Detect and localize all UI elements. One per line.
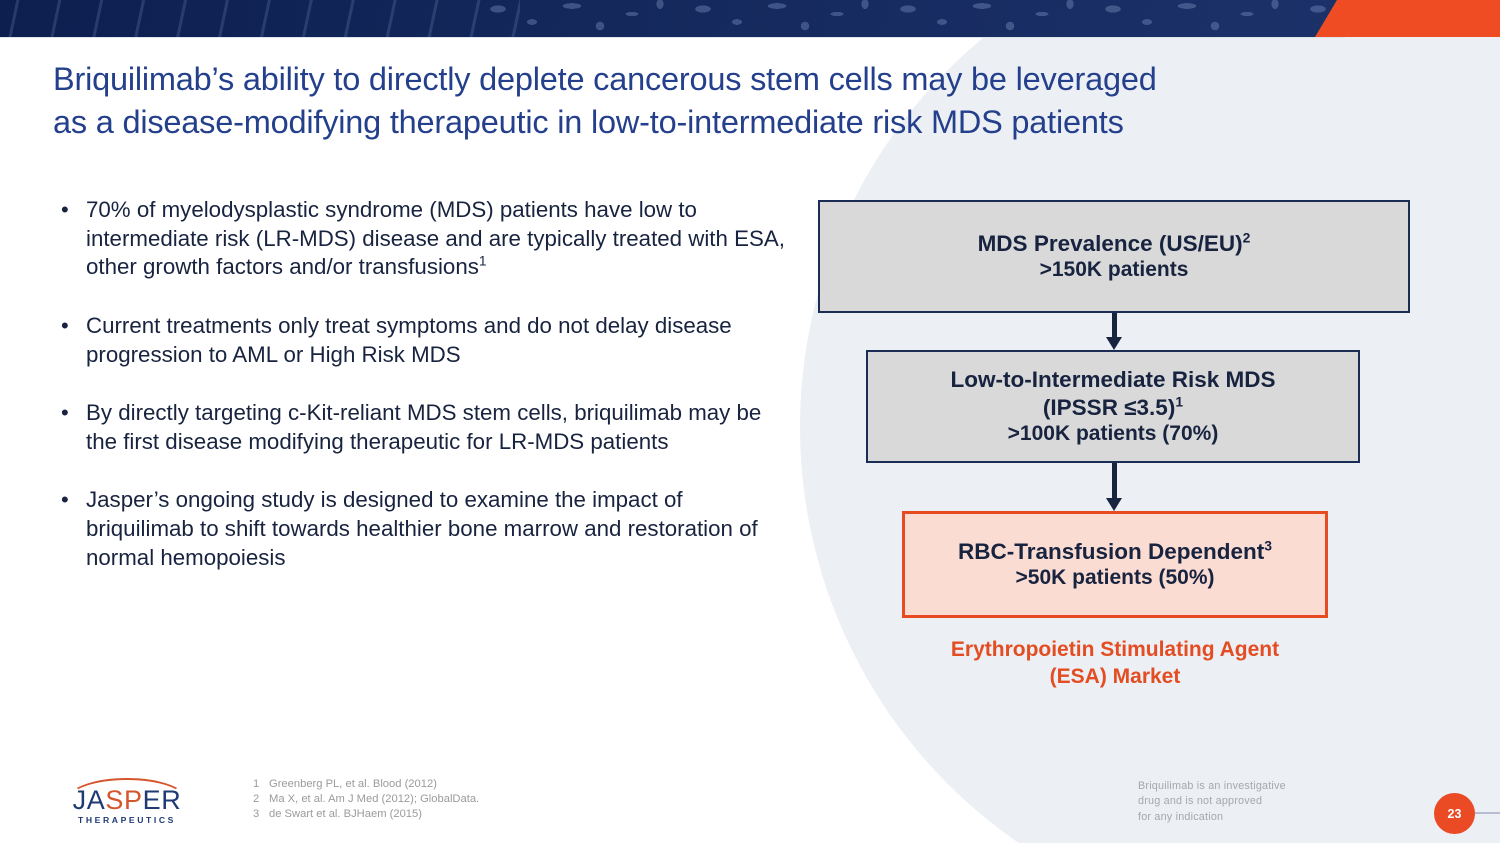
bullet-dot-icon: • bbox=[61, 487, 69, 513]
reference-text: Greenberg PL, et al. Blood (2012) bbox=[269, 778, 437, 790]
bullet-dot-icon: • bbox=[61, 312, 69, 338]
bullet-dot-icon: • bbox=[61, 197, 69, 222]
reference-item: 2 Ma X, et al. Am J Med (2012); GlobalDa… bbox=[253, 792, 479, 807]
arrow-head bbox=[1106, 498, 1122, 511]
diagram-box-title-second-line: (IPSSR ≤3.5)1 bbox=[1043, 394, 1183, 421]
footnote-ref: 1 bbox=[478, 252, 487, 269]
banner-navy-section bbox=[0, 0, 1345, 37]
down-arrow-icon bbox=[1106, 463, 1122, 511]
investigational-drug-disclaimer: Briquilimab is an investigative drug and… bbox=[1138, 779, 1328, 825]
reference-number: 3 bbox=[253, 807, 260, 820]
disclaimer-line-1: Briquilimab is an investigative bbox=[1138, 780, 1286, 792]
disclaimer-line-3: for any indication bbox=[1138, 810, 1224, 823]
esa-market-caption: Erythropoietin Stimulating Agent (ESA) M… bbox=[890, 637, 1340, 691]
esa-market-caption-line-1: Erythropoietin Stimulating Agent bbox=[950, 638, 1280, 661]
logo-word-part-1: JA bbox=[72, 785, 106, 815]
reference-item: 1 Greenberg PL, et al. Blood (2012) bbox=[253, 777, 479, 792]
bullet-list: • 70% of myelodysplastic syndrome (MDS) p… bbox=[52, 196, 787, 572]
reference-item: 3 de Swart et al. BJHaem (2015) bbox=[253, 807, 479, 822]
logo-subtitle: THERAPEUTICS bbox=[77, 815, 177, 825]
banner-underline bbox=[0, 36, 1345, 38]
logo-arc-icon bbox=[67, 778, 187, 800]
diagram-box-ipssr-text: (IPSSR ≤3.5) bbox=[1042, 394, 1176, 420]
diagram-box-subtitle: >100K patients (70%) bbox=[1007, 422, 1219, 446]
disclaimer-line-2: drug and is not approved bbox=[1138, 795, 1263, 808]
page-title-line-1: Briquilimab’s ability to directly deplet… bbox=[53, 61, 1157, 97]
banner-streak-texture bbox=[0, 0, 520, 37]
banner-cell-pattern bbox=[480, 0, 1345, 37]
bullet-dot-icon: • bbox=[61, 400, 69, 426]
diagram-box-title-text: MDS Prevalence (US/EU) bbox=[977, 230, 1243, 256]
esa-market-caption-line-2: (ESA) Market bbox=[1049, 664, 1181, 688]
list-item-text: 70% of myelodysplastic syndrome (MDS) pa… bbox=[86, 197, 785, 280]
list-item-text: Jasper’s ongoing study is designed to ex… bbox=[86, 487, 758, 570]
jasper-therapeutics-logo: JASPER THERAPEUTICS bbox=[62, 778, 192, 826]
list-item: • 70% of myelodysplastic syndrome (MDS) p… bbox=[52, 196, 787, 282]
footnote-ref: 1 bbox=[1175, 393, 1184, 410]
arrow-head bbox=[1106, 337, 1122, 350]
top-banner bbox=[0, 0, 1500, 37]
reference-text: de Swart et al. BJHaem (2015) bbox=[269, 807, 422, 820]
diagram-box-rbc-transfusion-dependent: RBC-Transfusion Dependent3 >50K patients… bbox=[902, 511, 1328, 618]
list-item: • Current treatments only treat symptoms … bbox=[52, 312, 787, 369]
diagram-box-low-to-intermediate-risk-mds: Low-to-Intermediate Risk MDS (IPSSR ≤3.5… bbox=[866, 350, 1360, 463]
list-item-text: By directly targeting c-Kit-reliant MDS … bbox=[86, 400, 762, 454]
diagram-box-title: RBC-Transfusion Dependent3 bbox=[958, 538, 1272, 565]
diagram-box-title: Low-to-Intermediate Risk MDS bbox=[950, 367, 1276, 393]
reference-number: 2 bbox=[253, 792, 260, 805]
reference-text: Ma X, et al. Am J Med (2012); GlobalData… bbox=[269, 792, 480, 805]
list-item: • Jasper’s ongoing study is designed to e… bbox=[52, 486, 787, 572]
diagram-box-title-text: RBC-Transfusion Dependent bbox=[957, 538, 1265, 564]
down-arrow-icon bbox=[1106, 313, 1122, 350]
reference-number: 1 bbox=[253, 778, 260, 790]
page-number-rule bbox=[1472, 812, 1500, 814]
diagram-box-title: MDS Prevalence (US/EU)2 bbox=[978, 230, 1251, 257]
logo-wordmark: JASPER bbox=[62, 787, 192, 814]
list-item: • By directly targeting c-Kit-reliant MDS… bbox=[52, 399, 787, 456]
diagram-box-subtitle: >50K patients (50%) bbox=[1015, 566, 1215, 590]
banner-orange-section bbox=[1315, 0, 1500, 37]
footnote-ref: 3 bbox=[1264, 537, 1273, 554]
logo-word-part-2: SP bbox=[105, 785, 143, 815]
reference-list: 1 Greenberg PL, et al. Blood (2012) 2 Ma… bbox=[253, 777, 479, 821]
diagram-box-subtitle: >150K patients bbox=[1039, 258, 1189, 282]
list-item-text: Current treatments only treat symptoms a… bbox=[86, 312, 732, 367]
arrow-shaft bbox=[1112, 313, 1117, 338]
arrow-shaft bbox=[1112, 463, 1117, 499]
page-title: Briquilimab’s ability to directly deplet… bbox=[53, 58, 1413, 144]
logo-word-part-3: ER bbox=[142, 785, 182, 815]
page-title-line-2: as a disease-modifying therapeutic in lo… bbox=[53, 103, 1124, 140]
footnote-ref: 2 bbox=[1242, 229, 1251, 246]
page-number-badge: 23 bbox=[1434, 793, 1475, 834]
diagram-box-mds-prevalence: MDS Prevalence (US/EU)2 >150K patients bbox=[818, 200, 1410, 313]
